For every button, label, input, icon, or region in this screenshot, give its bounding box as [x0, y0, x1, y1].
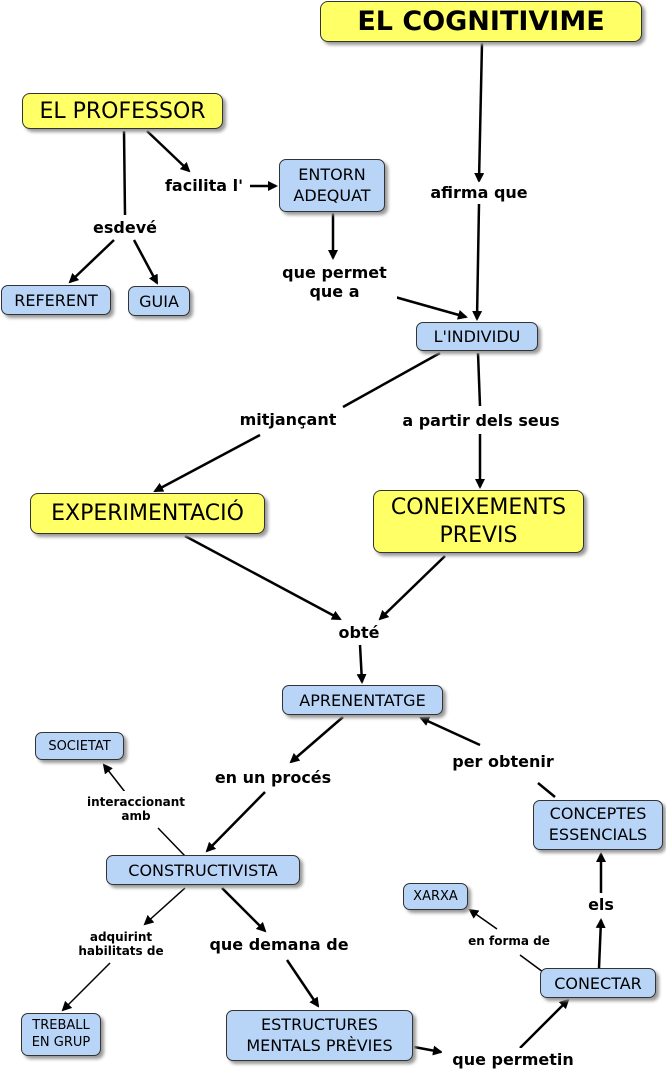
link-en-forma-de: en forma de: [458, 930, 560, 952]
concept-individu[interactable]: L'INDIVIDU: [416, 322, 538, 351]
link-mitjancant: mitjançant: [230, 409, 346, 431]
concept-societat[interactable]: SOCIETAT: [35, 732, 124, 760]
link-afirma-que: afirma que: [420, 182, 538, 204]
concept-cognitivisme[interactable]: EL COGNITIVIME: [320, 1, 642, 42]
link-per-obtenir: per obtenir: [441, 750, 565, 774]
concept-estructures-mentals[interactable]: ESTRUCTURES MENTALS PRÈVIES: [226, 1010, 413, 1061]
link-a-partir-dels-seus: a partir dels seus: [390, 410, 572, 432]
concept-constructivista[interactable]: CONSTRUCTIVISTA: [106, 855, 300, 885]
concept-treball-en-grup[interactable]: TREBALL EN GRUP: [21, 1013, 101, 1056]
concept-entorn-adequat[interactable]: ENTORN ADEQUAT: [279, 159, 385, 212]
link-adquirint-habilitats: adquirint habilitats de: [67, 926, 175, 962]
concept-conectar[interactable]: CONECTAR: [540, 968, 656, 998]
concept-guia[interactable]: GUIA: [128, 286, 190, 316]
concept-professor[interactable]: EL PROFESSOR: [22, 93, 223, 129]
link-esdeve: esdevé: [85, 217, 165, 239]
link-interaccionant-amb: interaccionant amb: [76, 791, 196, 827]
link-que-demana-de: que demana de: [197, 933, 361, 957]
link-que-permet: que permet que a: [272, 260, 397, 304]
link-que-permetin: que permetin: [442, 1048, 584, 1072]
link-facilita: facilita l': [158, 175, 250, 197]
concept-experimentacio[interactable]: EXPERIMENTACIÓ: [30, 493, 265, 534]
concept-xarxa[interactable]: XARXA: [403, 883, 468, 910]
link-obte: obté: [333, 622, 385, 644]
concept-referent[interactable]: REFERENT: [1, 285, 111, 315]
link-els: els: [582, 893, 620, 917]
link-en-un-proces: en un procés: [204, 766, 342, 790]
concept-aprenentatge[interactable]: APRENENTATGE: [282, 685, 443, 715]
concept-coneixements-previs[interactable]: CONEIXEMENTS PREVIS: [373, 490, 584, 553]
concept-conceptes-essencials[interactable]: CONCEPTES ESSENCIALS: [533, 800, 663, 850]
